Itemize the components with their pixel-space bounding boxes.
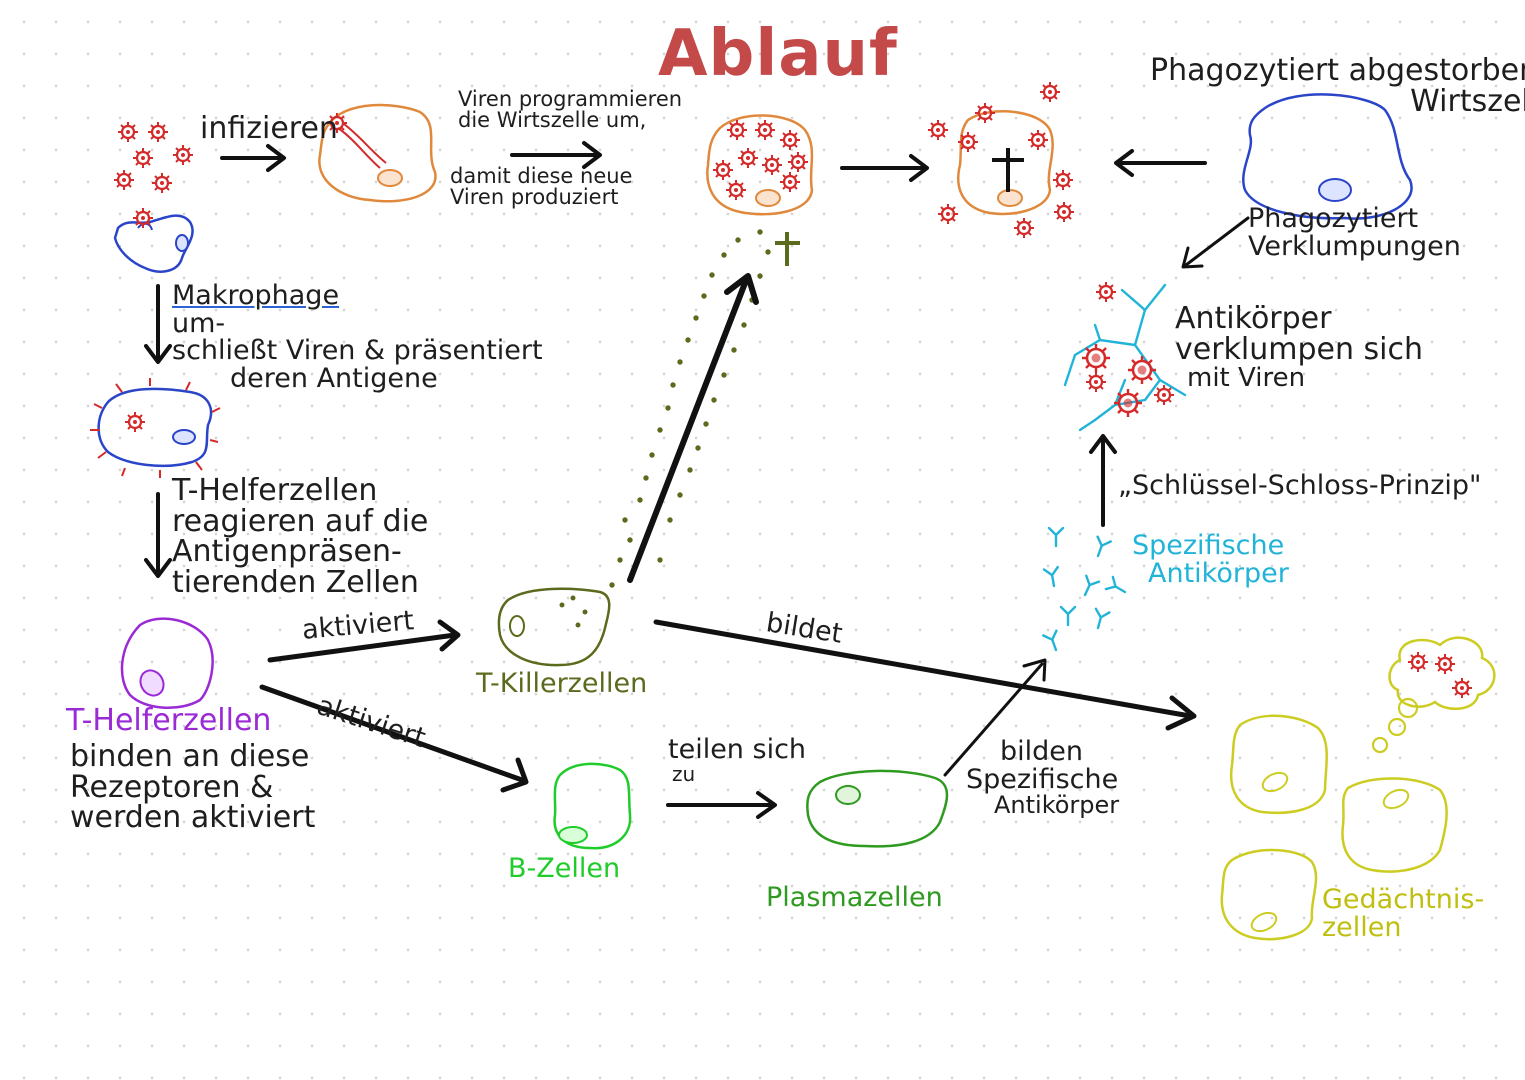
cross-icon bbox=[775, 232, 800, 266]
macrophage-cell bbox=[113, 206, 194, 273]
dead-host-cell bbox=[926, 80, 1076, 240]
infected-host-cell bbox=[318, 103, 437, 203]
b-cell bbox=[553, 762, 632, 850]
page-title: Ablauf bbox=[658, 17, 898, 91]
antigen-presenting-macrophage bbox=[90, 378, 221, 478]
antibody-virus-clump bbox=[1063, 280, 1187, 432]
label-t-killerzellen: T-Killerzellen bbox=[476, 668, 648, 699]
label-plasmazellen: Plasmazellen bbox=[766, 882, 943, 913]
killer-dot-trail bbox=[609, 229, 771, 588]
specific-antibodies bbox=[1042, 526, 1130, 654]
macrophage-phagocyte bbox=[1242, 93, 1413, 220]
label-schluessel-schloss-prinzip: „Schlüssel-Schloss-Prinzip" bbox=[1118, 470, 1482, 501]
free-viruses bbox=[112, 120, 195, 195]
cross-icon bbox=[992, 148, 1024, 192]
label-phagozytiert-wirtszelle: Phagozytiert abgestorbeneWirtszelle bbox=[1150, 53, 1525, 119]
plasma-cell bbox=[806, 769, 949, 848]
virus-producing-cell bbox=[706, 114, 814, 216]
label-gedaechtniszellen: Gedächtnis-zellen bbox=[1322, 884, 1485, 943]
memory-cells bbox=[1220, 636, 1496, 941]
t-killer-cell bbox=[497, 587, 611, 667]
label-infizieren: infizieren bbox=[200, 111, 338, 146]
label-makrophage-word: Makrophage bbox=[172, 280, 340, 311]
label-makrophage: Makrophage um- schließt Viren & präsenti… bbox=[172, 280, 543, 394]
t-helper-cell bbox=[120, 617, 214, 710]
label-t-helferzellen: T-Helferzellen bbox=[66, 703, 272, 738]
label-b-zellen: B-Zellen bbox=[508, 853, 621, 884]
